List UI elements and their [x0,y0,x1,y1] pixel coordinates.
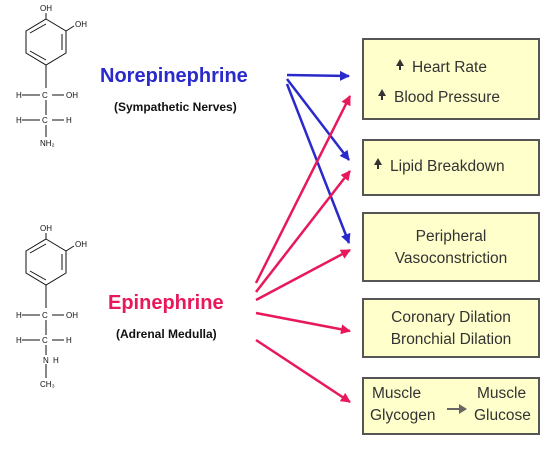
arrow-up-icon [396,59,404,77]
effect-lipid-breakdown: Lipid Breakdown [390,158,505,175]
effect-box-glycogen: Muscle Glycogen Muscle Glucose [362,377,540,435]
e-c2: C [42,336,48,345]
e-n: N [43,356,49,365]
arrow-norepinephrine-lipid [286,78,350,161]
arrow-up-icon [378,89,386,107]
arrow-epinephrine-heart [254,95,352,284]
e-n-h: H [53,356,59,365]
effect-glycogen: Glycogen [370,407,436,424]
effect-muscle-2: Muscle [477,385,527,402]
arrow-epinephrine-glycogen [255,338,351,404]
epinephrine-title: Epinephrine [108,292,224,314]
n-oh-chain: OH [66,91,78,100]
effect-box-vaso: Peripheral Vasoconstriction [362,212,540,282]
n-oh-side: OH [75,20,87,29]
effect-glucose: Glucose [474,407,531,424]
effect-heart-rate: Heart Rate [412,59,487,76]
effect-bronchial-dilation: Bronchial Dilation [390,331,512,348]
n-c2: C [42,116,48,125]
e-oh-top: OH [40,224,52,233]
n-h-left2: H [16,116,22,125]
effect-box-coronary: Coronary Dilation Bronchial Dilation [362,298,540,358]
e-c1: C [42,311,48,320]
effect-peripheral: Peripheral [415,228,487,245]
arrow-epinephrine-lipid [255,170,351,293]
n-oh-top: OH [40,4,52,13]
e-h-left2: H [16,336,22,345]
norepinephrine-structure: OH OH H C OH H C H NH₂ [16,4,87,148]
arrow-epinephrine-vaso [255,248,351,302]
e-oh-chain: OH [66,311,78,320]
n-nh2: NH₂ [40,139,55,148]
epinephrine-source: (Adrenal Medulla) [116,327,217,341]
norepinephrine-title: Norepinephrine [100,65,248,87]
arrow-norepinephrine-heart [286,70,350,81]
arrow-right-icon [447,404,467,414]
e-oh-side: OH [75,240,87,249]
arrow-epinephrine-coronary [255,311,351,335]
effect-coronary-dilation: Coronary Dilation [391,309,511,326]
effect-blood-pressure: Blood Pressure [394,89,500,106]
effect-muscle-1: Muscle [372,385,422,402]
effect-box-heart: Heart Rate Blood Pressure [362,38,540,120]
n-h-left: H [16,91,22,100]
n-h-right2: H [66,116,72,125]
effect-vasoconstriction: Vasoconstriction [394,250,508,267]
epinephrine-structure: OH OH H C OH H C H N H CH₃ [16,224,87,389]
arrow-norepinephrine-vaso [285,83,351,244]
e-h-left: H [16,311,22,320]
n-c1: C [42,91,48,100]
arrow-up-icon [374,158,382,176]
e-ch3: CH₃ [40,380,55,389]
norepinephrine-source: (Sympathetic Nerves) [114,100,237,114]
effect-box-lipid: Lipid Breakdown [362,139,540,196]
e-h-right2: H [66,336,72,345]
